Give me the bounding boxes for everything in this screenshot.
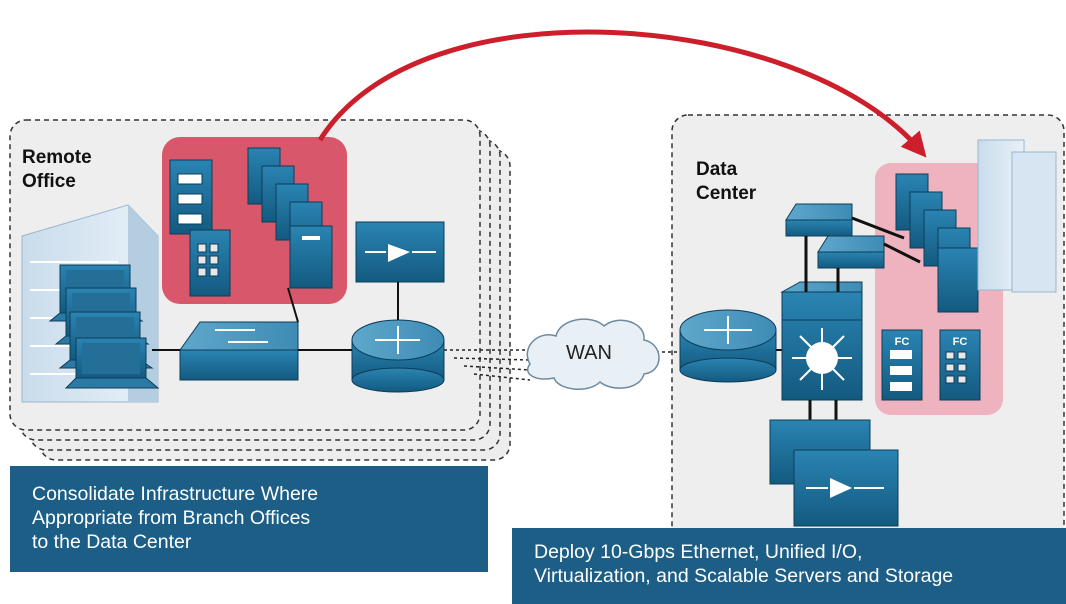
left-banner-line: to the Data Center: [32, 531, 192, 553]
laptop-icon: [48, 264, 160, 389]
left-banner: Consolidate Infrastructure Where Appropr…: [10, 466, 488, 572]
fc-storage-icon: FC: [881, 329, 923, 401]
data-center-label: Data Center: [696, 158, 756, 206]
remote-office-label: Remote Office: [22, 146, 92, 194]
switch-icon: [785, 203, 885, 269]
right-banner: Deploy 10-Gbps Ethernet, Unified I/O, Vi…: [512, 528, 1066, 604]
fc-label: FC: [953, 336, 968, 348]
storage-server-icon: [169, 159, 231, 297]
fc-label: FC: [895, 336, 910, 348]
switch-icon: [179, 321, 299, 381]
load-balancer-icon: [769, 419, 899, 527]
multilayer-switch-icon: [780, 281, 863, 401]
router-icon: [351, 319, 445, 393]
consolidation-arrow: [317, 29, 927, 158]
router-icon: [679, 309, 777, 383]
right-banner-line: Deploy 10-Gbps Ethernet, Unified I/O,: [534, 541, 863, 563]
load-balancer-icon: [355, 221, 445, 283]
remote-office-label-line: Office: [22, 171, 76, 192]
wan-cloud-icon: [526, 318, 660, 390]
remote-links: [152, 282, 399, 351]
data-center-label-line: Center: [696, 183, 757, 204]
building-icon: [977, 139, 1057, 293]
data-center-label-line: Data: [696, 159, 738, 180]
server-icon: [895, 173, 979, 313]
right-banner-line: Virtualization, and Scalable Servers and…: [534, 565, 954, 587]
left-banner-line: Consolidate Infrastructure Where: [32, 483, 319, 505]
left-banner-line: Appropriate from Branch Offices: [32, 507, 311, 529]
wan-links: [444, 349, 680, 381]
remote-office-label-line: Remote: [22, 147, 92, 168]
fc-storage-icon: FC: [939, 329, 981, 401]
server-icon: [247, 147, 333, 289]
wan-label: WAN: [566, 342, 612, 364]
